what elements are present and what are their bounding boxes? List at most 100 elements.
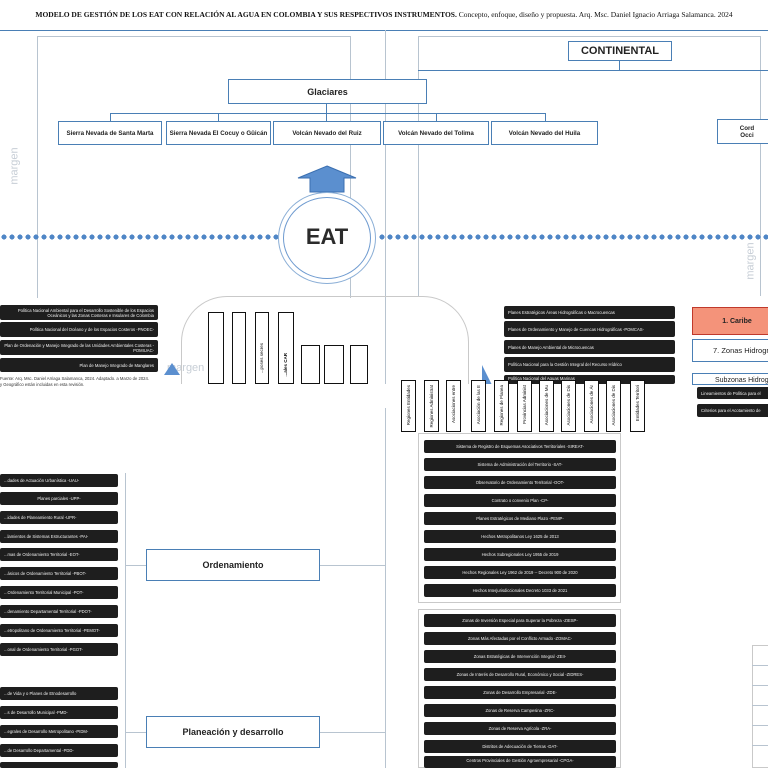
planeacion-item [0,762,118,768]
center-list-item: Zonas Más Afectadas por el Conflicto Arm… [424,632,616,645]
vertical-label-box: Regiones Administrat [424,380,439,432]
vertical-label-box: Regiones de Planea [494,380,509,432]
page-title: MODELO DE GESTIÓN DE LOS EAT CON RELACIÓ… [35,10,733,19]
center-list-item: Hechos Subregionales Ley 1955 de 2019 [424,548,616,561]
right-small-item: Criterios para el Acotamiento de [697,404,768,417]
vertical-box: ...poses secres [255,312,269,384]
vertical-label-box: Asociaciones de Mu [539,380,554,432]
vertical-label-box: Regiones Entidades [401,380,416,432]
ordenamiento-item: ...Ordenamiento Territorial Municipal -P… [0,586,118,599]
ordenamiento-item: ...ásicos de Ordenamiento Territorial -P… [0,567,118,580]
right-policy: Planes de Ordenamiento y Manejo de Cuenc… [504,321,675,337]
top-connector-line [0,30,768,31]
glacier-item: Volcán Nevado del Tolima [383,121,489,145]
glacier-item: Volcán Nevado del Huila [491,121,598,145]
center-list-item: Sistema de Administración del Territorio… [424,458,616,471]
caribe-box: 1. Caribe [692,307,768,335]
vertical-label-box: Asociaciones de Dis [561,380,576,432]
zonas-hidrograficas-box: 7. Zonas Hidrogr [692,339,768,362]
vertical-box [208,312,224,384]
vertical-label-box: Entidades Territori [630,380,645,432]
vertical-label-box: Asociaciones entre [446,380,461,432]
glaciares-stem [326,104,327,113]
cut-mask [170,384,500,408]
center-list-item: Hechos Regionales Ley 1962 de 2019 -- De… [424,566,616,579]
dotted-band-right [378,234,768,240]
left-frame-right [350,36,351,298]
center-list-item: Sistema de Registro de Esquemas Asociati… [424,440,616,453]
ordenamiento-item: ...lamientos de Sistemas Estructurantes … [0,530,118,543]
up-arrow-icon [297,165,357,193]
left-tree-stem [125,473,126,768]
ordenamiento-box: Ordenamiento [146,549,320,581]
center-list-item: Zonas de Reserva Campesina -ZRC- [424,704,616,717]
center-list-item: Hechos Interjurisdiccionales Decreto 103… [424,584,616,597]
continental-drop [619,61,620,70]
vertical-label-box: Asociaciones de Dis [606,380,621,432]
right-policy: Política Nacional para la Gestión Integr… [504,357,675,372]
center-list-item: Hechos Metropolitanos Ley 1625 de 2013 [424,530,616,543]
glacier-item: Sierra Nevada de Santa Marta [58,121,162,145]
vertical-box [324,345,344,384]
source-note: Fuente: Arq. Msc. Daniel Arriaga Salaman… [0,376,149,387]
planeacion-box: Planeación y desarrollo [146,716,320,748]
right-frame-right [760,36,761,296]
center-list-item: Zonas de Desarrollo Empresarial -ZDE- [424,686,616,699]
triangle-left-icon [164,363,180,375]
margin-label: margen [8,147,21,185]
left-policy: Plan de Manejo Integrado de Manglares [0,358,158,372]
ordenamiento-item: ...denamiento Departamental Territorial … [0,605,118,618]
left-policy: Plan de Ordenación y Manejo Integrado de… [0,340,158,355]
glaciares-branch [110,113,545,114]
continental-box: CONTINENTAL [568,41,672,61]
vertical-label-box: Asociaciones de Ár [584,380,599,432]
planeacion-item: ...s de Desarrollo Municipal -PMD- [0,706,118,719]
glaciares-box: Glaciares [228,79,427,104]
left-frame-top [37,36,350,37]
center-list-item: Zonas de Reserva Agrícola -ZRA- [424,722,616,735]
ordenamiento-item: Planes parciales -UPP- [0,492,118,505]
center-list-item: Zonas Estratégicas de Intervención Integ… [424,650,616,663]
right-edge-box [752,645,768,768]
margin-label: margen [744,242,757,280]
center-list-item: Planes Estratégicos de Mediano Plazo -PE… [424,512,616,525]
ordenamiento-item: ...idades de Planeamiento Rural -UPR- [0,511,118,524]
planeacion-item: ...de Desarrollo Departamental -PDD- [0,744,118,757]
left-frame-left [37,36,38,298]
eat-circle-inner [283,197,371,279]
dotted-band-left [0,234,278,240]
center-list-item: Centros Provinciales de Gestión Agroempr… [424,756,616,768]
vertical-label-box: Provincias Administ [517,380,532,432]
center-list-item: Contrato o convenio Plan -CP- [424,494,616,507]
glacier-item: Sierra Nevada El Cocuy o Güicán [166,121,271,145]
center-list-item: Distritos de Adecuación de Tierras -DAT- [424,740,616,753]
right-policy: Política Nacional del Aguas Marinas [504,375,675,384]
ordenamiento-item: ...mas de Ordenamiento Territorial -EOT- [0,548,118,561]
subzonas-box: Subzonas Hidrogr [692,373,768,385]
continental-line [418,70,768,71]
vertical-box [301,345,320,384]
ordenamiento-item: ...etropolitano de Ordenamiento Territor… [0,624,118,637]
glacier-item: Volcán Nevado del Ruiz [273,121,381,145]
planeacion-item: ...de Vida y o Planes de Etnodesarrollo [0,687,118,700]
vertical-label-box: Asociación de las E [471,380,486,432]
cordillera-box: Cord Occi [717,119,768,144]
ordenamiento-item: ...dades de Actuación Urbanística -UAU- [0,474,118,487]
eat-label: EAT [305,224,349,249]
right-frame-top [418,36,760,37]
right-policy: Planes Estratégicos Áreas Hidrográficas … [504,306,675,319]
right-small-item: Lineamientos de Política para el [697,387,768,399]
planeacion-item: ...egrales de Desarrollo Metropolitano -… [0,725,118,738]
arch-frame [181,296,469,406]
left-policy: Política Nacional Ambiental para el Desa… [0,305,158,320]
center-list-item: Zonas de Interés de Desarrollo Rural, Ec… [424,668,616,681]
left-policy: Política Nacional del Océano y de los Es… [0,322,158,337]
right-policy: Planes de Manejo Ambiental de Microcuenc… [504,340,675,354]
vertical-box [350,345,368,384]
vertical-box [232,312,246,384]
center-list-item: Zonas de Inversión Especial para Superar… [424,614,616,627]
ordenamiento-item: ...onal de Ordenamiento Territorial -PGO… [0,643,118,656]
vertical-box: ...ales CAR [278,312,294,384]
center-list-item: Observatorio de Ordenamiento Territorial… [424,476,616,489]
right-frame-left [418,36,419,296]
